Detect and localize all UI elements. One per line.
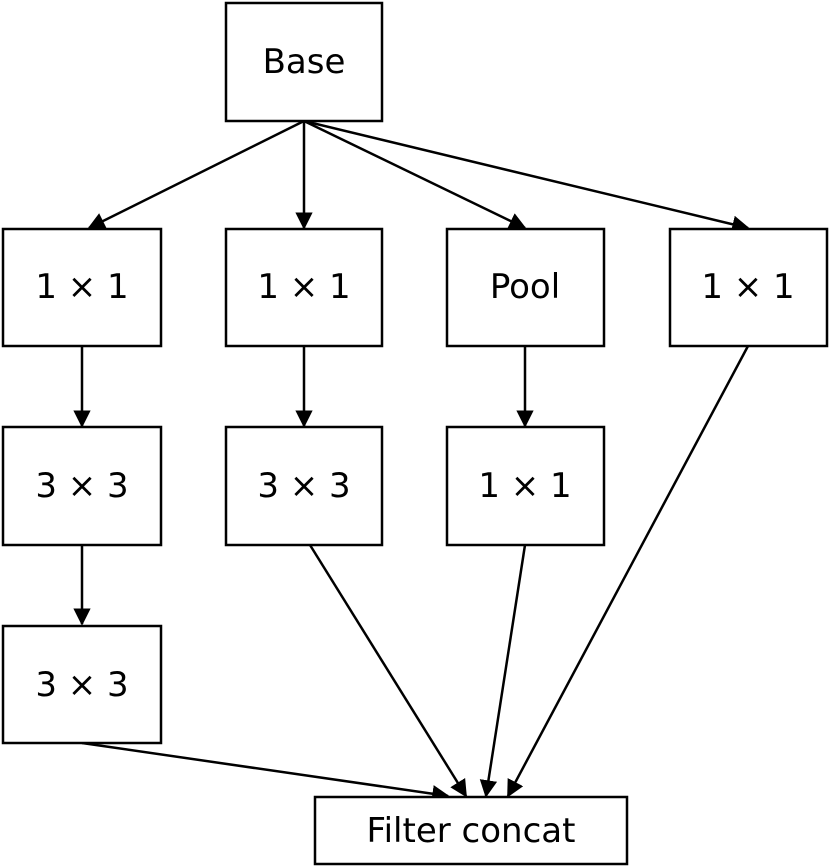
node-filter-concat-label: Filter concat [367,811,576,851]
node-branch3-conv1x1-label: 1 × 1 [478,466,571,506]
edge-base-to-b1-conv1 [87,119,305,230]
edge-b2-conv3-to-concat [308,544,468,798]
node-filter-concat: Filter concat [313,795,629,866]
edge-b4-conv1-to-concat [506,345,750,798]
node-branch1-conv3x3a: 3 × 3 [1,425,163,547]
node-branch1-conv3x3a-label: 3 × 3 [35,466,128,506]
node-branch1-conv3x3b: 3 × 3 [1,624,163,745]
node-branch3-conv1x1: 1 × 1 [445,425,606,547]
edge-base-to-b3-pool [303,119,527,230]
node-branch2-conv3x3-label: 3 × 3 [257,466,350,506]
node-branch2-conv3x3: 3 × 3 [224,425,384,547]
edge-b3-conv1-to-concat [479,544,527,798]
node-branch1-conv1x1: 1 × 1 [1,227,163,348]
node-branch1-conv3x3b-label: 3 × 3 [35,665,128,705]
edge-b1-conv3b-to-concat [81,741,450,803]
node-base: Base [224,1,384,123]
node-branch3-pool: Pool [445,227,606,348]
node-branch4-conv1x1: 1 × 1 [668,227,829,348]
node-branch2-conv1x1-label: 1 × 1 [257,267,350,307]
node-branch3-pool-label: Pool [490,267,560,307]
node-branch1-conv1x1-label: 1 × 1 [35,267,128,307]
node-branch4-conv1x1-label: 1 × 1 [701,267,794,307]
edge-base-to-b4-conv1 [303,119,750,233]
node-branch2-conv1x1: 1 × 1 [224,227,384,348]
node-base-label: Base [263,42,346,82]
